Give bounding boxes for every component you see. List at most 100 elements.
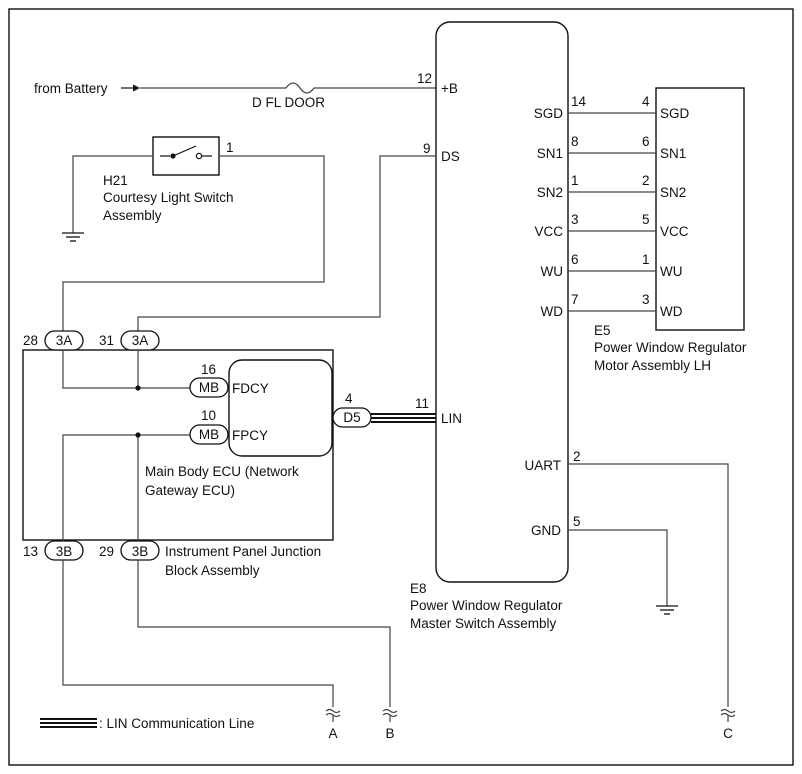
e5-pin-num-sgd: 4 bbox=[642, 94, 650, 109]
ecu-pin-num-10: 10 bbox=[201, 408, 216, 423]
e5-pin-num-vcc: 5 bbox=[642, 212, 650, 227]
e8-pin-num-wu: 6 bbox=[571, 252, 579, 267]
e5-pin-num-wd: 3 bbox=[642, 292, 650, 307]
battery-arrow-icon bbox=[121, 84, 140, 92]
e8-pin-label-gnd: GND bbox=[531, 523, 561, 538]
terminal-b-label: B bbox=[385, 726, 394, 741]
e8-pin-label-uart: UART bbox=[524, 458, 561, 473]
e8-pin-label-ds: DS bbox=[441, 149, 460, 164]
h21-name-line1: Courtesy Light Switch bbox=[103, 190, 234, 205]
ds-to-junction-wire bbox=[137, 155, 436, 331]
terminal-c-break-icon bbox=[720, 708, 736, 722]
h21-code: H21 bbox=[103, 173, 128, 188]
e8-pin-label-lin: LIN bbox=[441, 411, 462, 426]
e5-pin-label-sgd: SGD bbox=[660, 106, 690, 121]
legend-label: : LIN Communication Line bbox=[99, 716, 254, 731]
junction-pin-num-29: 29 bbox=[99, 544, 114, 559]
e8-pin-num-sn1: 8 bbox=[571, 134, 579, 149]
e8-pin-num-vcc: 3 bbox=[571, 212, 579, 227]
e5-motor-box bbox=[655, 87, 745, 331]
e8-name-line1: Power Window Regulator bbox=[410, 598, 563, 613]
ecu-pin-label-fdcy: FDCY bbox=[232, 381, 269, 396]
ecu-connector-mb-10: MB bbox=[199, 427, 219, 442]
h21-ground-wire bbox=[72, 155, 153, 233]
e5-code: E5 bbox=[594, 323, 611, 338]
connector-mb-10 bbox=[189, 424, 229, 445]
junction-internal-wires bbox=[62, 350, 192, 541]
terminal-a-label: A bbox=[328, 726, 337, 741]
e5-pin-label-wu: WU bbox=[660, 264, 683, 279]
e5-name-line2: Motor Assembly LH bbox=[594, 358, 711, 373]
junction-pin-num-13: 13 bbox=[23, 544, 38, 559]
junction-pin-num-31: 31 bbox=[99, 333, 114, 348]
terminal-a-break-icon bbox=[325, 708, 341, 722]
junction-pin-num-28: 28 bbox=[23, 333, 38, 348]
ecu-d5-pin-num: 4 bbox=[345, 391, 353, 406]
terminal-b-break-icon bbox=[382, 708, 398, 722]
ecu-pin-label-fpcy: FPCY bbox=[232, 428, 268, 443]
fuse-icon bbox=[285, 82, 315, 94]
e8-pin-num-uart: 2 bbox=[573, 449, 581, 464]
e5-pin-num-sn2: 2 bbox=[642, 173, 650, 188]
junction-name-line2: Block Assembly bbox=[165, 563, 260, 578]
ecu-name-line2: Gateway ECU) bbox=[145, 483, 235, 498]
h21-name-line2: Assembly bbox=[103, 208, 162, 223]
wire-to-terminal-a bbox=[62, 560, 334, 707]
e8-pin-label-b: +B bbox=[441, 81, 458, 96]
legend-lin-line-icon bbox=[40, 718, 97, 728]
e8-pin-label-sgd: SGD bbox=[534, 106, 564, 121]
junction-dot-fdcy bbox=[135, 385, 141, 391]
wire-to-terminal-b bbox=[137, 560, 391, 707]
connector-3b-13 bbox=[44, 540, 84, 561]
connector-3a-31 bbox=[120, 330, 160, 351]
e8-pin-num-sn2: 1 bbox=[571, 173, 579, 188]
uart-wire bbox=[568, 463, 729, 707]
h21-ground-icon bbox=[62, 232, 84, 242]
e8-master-switch-box bbox=[435, 21, 569, 583]
junction-connector-3a-31: 3A bbox=[132, 333, 149, 348]
fuse-label: D FL DOOR bbox=[252, 95, 325, 110]
main-body-ecu-box bbox=[228, 359, 333, 457]
ecu-connector-d5: D5 bbox=[343, 410, 360, 425]
e5-pin-label-sn1: SN1 bbox=[660, 146, 686, 161]
e5-pin-label-vcc: VCC bbox=[660, 224, 689, 239]
ecu-connector-mb-16: MB bbox=[199, 380, 219, 395]
lin-communication-line bbox=[371, 413, 436, 423]
junction-connector-3b-13: 3B bbox=[56, 544, 73, 559]
connector-3b-29 bbox=[120, 540, 160, 561]
e8-pin-label-sn1: SN1 bbox=[537, 146, 563, 161]
e5-pin-label-sn2: SN2 bbox=[660, 185, 686, 200]
e8-pin-num-b: 12 bbox=[417, 71, 432, 86]
battery-label: from Battery bbox=[34, 81, 108, 96]
gnd-wire bbox=[568, 529, 668, 606]
junction-block-box bbox=[22, 349, 334, 541]
e8-pin-num-lin: 11 bbox=[415, 396, 429, 411]
h21-pin-num: 1 bbox=[226, 140, 234, 155]
e8-name-line2: Master Switch Assembly bbox=[410, 616, 557, 631]
e8-pin-label-vcc: VCC bbox=[534, 224, 563, 239]
e8-pin-label-wd: WD bbox=[541, 304, 564, 319]
diagram-frame bbox=[8, 8, 794, 766]
e8-pin-label-sn2: SN2 bbox=[537, 185, 563, 200]
e5-pin-num-wu: 1 bbox=[642, 252, 650, 267]
h21-switch-icon bbox=[160, 145, 212, 160]
e5-name-line1: Power Window Regulator bbox=[594, 340, 747, 355]
e8-pin-num-gnd: 5 bbox=[573, 514, 581, 529]
e8-to-e5-wires bbox=[568, 112, 656, 312]
e8-code: E8 bbox=[410, 581, 427, 596]
junction-dot-fpcy bbox=[135, 432, 141, 438]
connector-3a-28 bbox=[44, 330, 84, 351]
e5-pin-label-wd: WD bbox=[660, 304, 683, 319]
ecu-pin-num-16: 16 bbox=[201, 362, 216, 377]
e8-pin-num-wd: 7 bbox=[571, 292, 579, 307]
ecu-name-line1: Main Body ECU (Network bbox=[145, 464, 299, 479]
e8-pin-num-sgd: 14 bbox=[571, 94, 587, 109]
e8-pin-label-wu: WU bbox=[541, 264, 564, 279]
connector-mb-16 bbox=[189, 377, 229, 398]
e8-pin-num-ds: 9 bbox=[423, 141, 431, 156]
junction-connector-3a-28: 3A bbox=[56, 333, 73, 348]
h21-to-junction-wire bbox=[62, 155, 325, 331]
e5-pin-num-sn1: 6 bbox=[642, 134, 650, 149]
junction-connector-3b-29: 3B bbox=[132, 544, 149, 559]
